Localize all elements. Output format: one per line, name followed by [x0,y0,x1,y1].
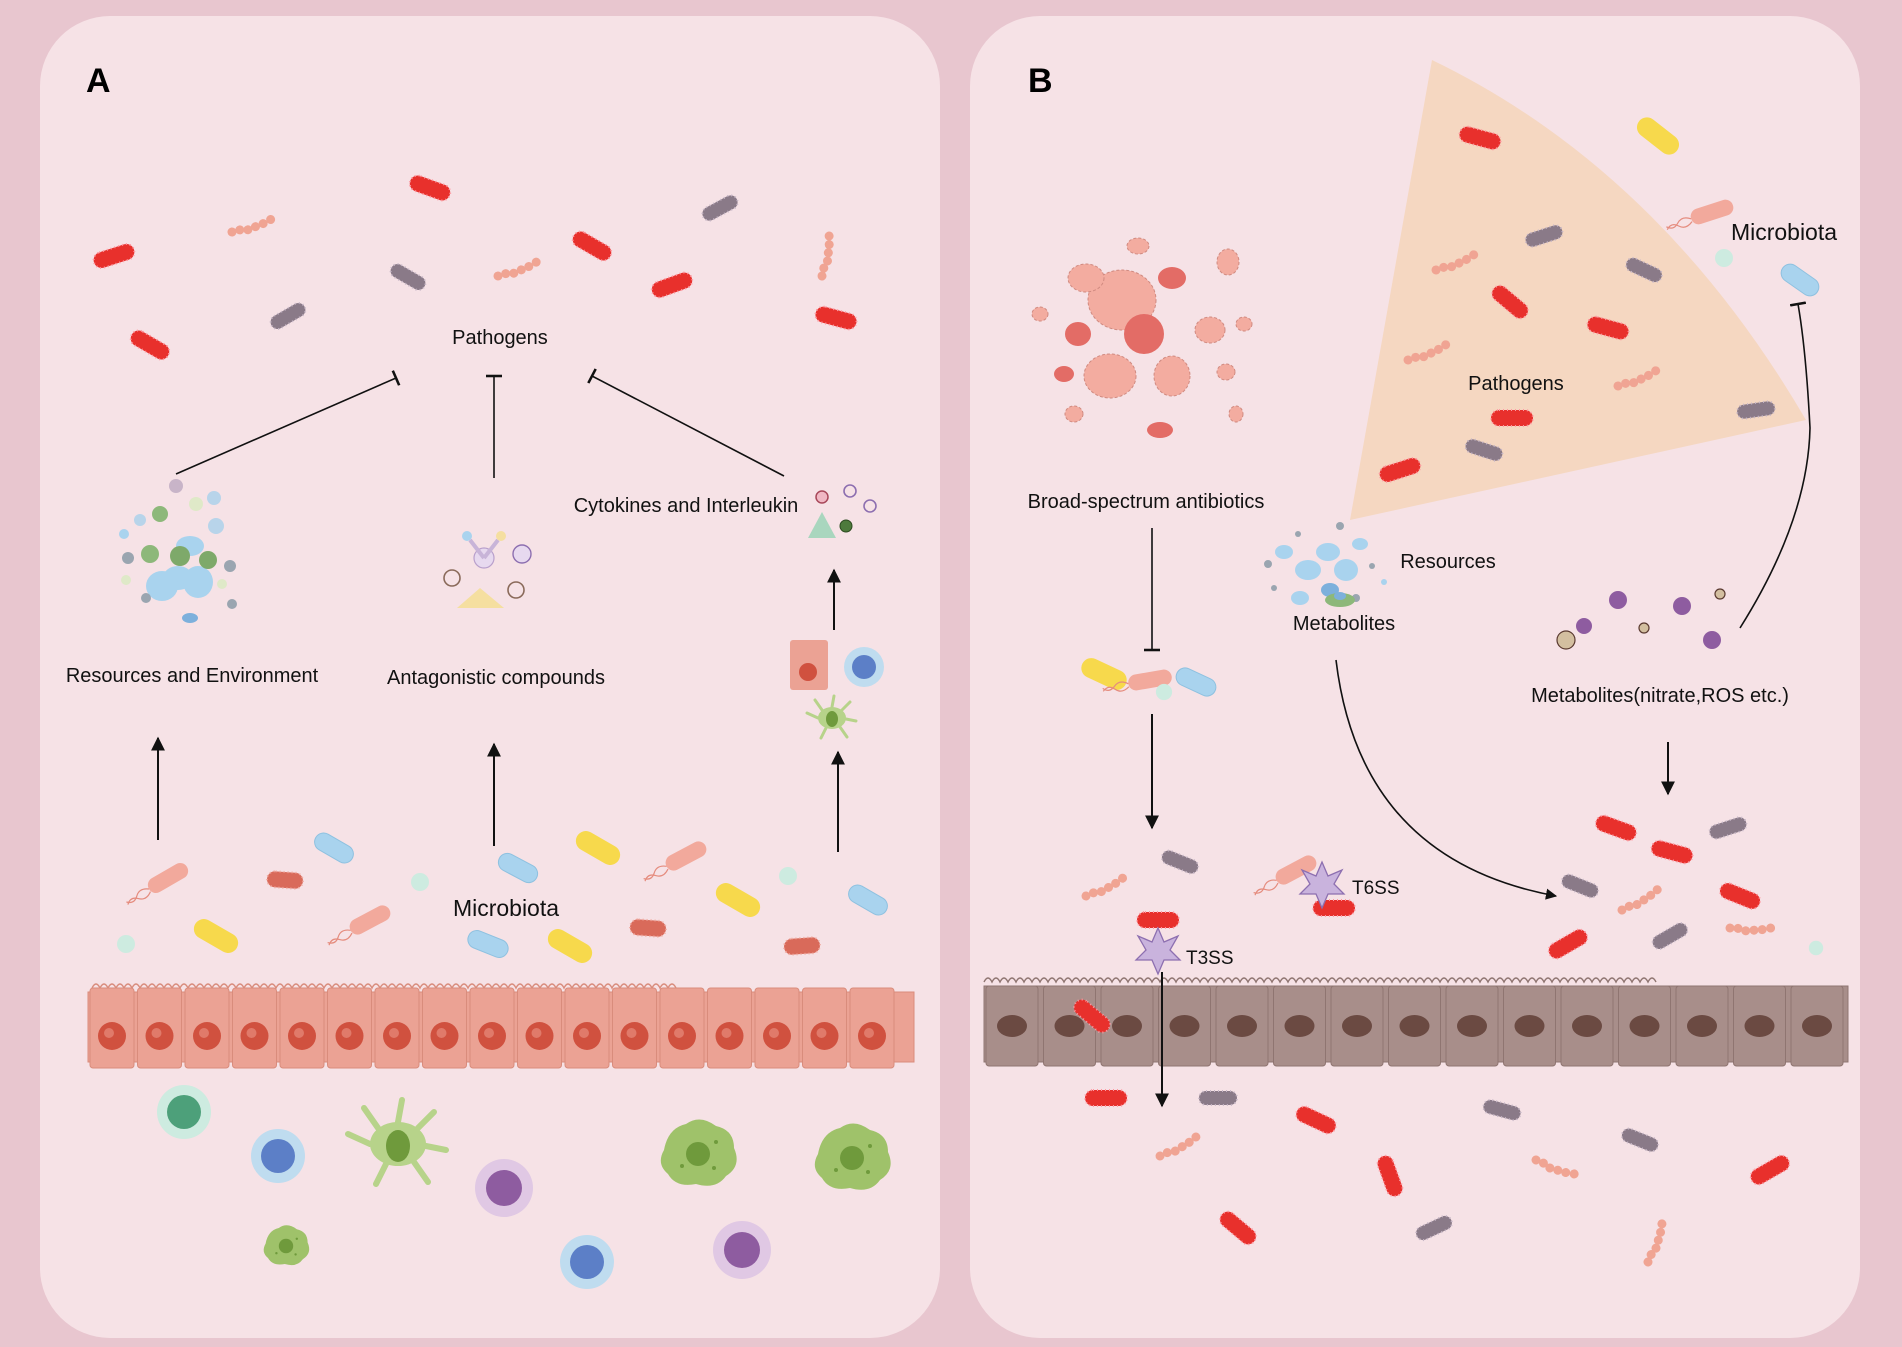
panel-a-cytokines-label: Cytokines and Interleukin [574,495,799,517]
panel-b-microbiota-label: Microbiota [1731,219,1837,245]
epithelial-cell [1388,985,1441,1067]
epithelial-cell [517,987,562,1069]
panel-a-inhibit-resources [175,370,401,475]
immune-signaling-cells-icon [790,640,884,740]
epithelial-cell [802,987,847,1069]
antibiotics-particles-icon [1031,237,1253,438]
epithelial-cell [1618,985,1671,1067]
panel-b-metabolites-nitrate-icon [1556,588,1726,650]
cytokines-interleukin-icon [808,484,877,538]
epithelial-cell [469,987,515,1069]
epithelial-cell [1733,985,1786,1067]
panel-b-pathogens-label: Pathogens [1468,373,1564,395]
panel-b-metabolites-label: Metabolites [1293,613,1395,635]
panel-a-epithelium [87,983,915,1069]
epithelial-cell [754,987,800,1069]
epithelial-cell [1675,985,1729,1067]
pathogen-niche-wedge [1350,60,1806,520]
epithelial-cell [422,987,467,1069]
panel-b-epithelium [983,977,1849,1067]
epithelial-cell [1560,985,1614,1067]
panel-a-inhibit-cytokines [587,368,785,477]
epithelial-cell [564,987,610,1069]
epithelial-cell [137,987,182,1069]
epithelial-cell [1158,985,1211,1067]
epithelial-cell [1445,985,1499,1067]
epithelial-cell [279,987,325,1069]
epithelial-cell [985,985,1039,1067]
panel-a-letter: A [86,62,111,100]
epithelial-cell [232,987,277,1069]
epithelial-cell [327,987,372,1069]
panel-a-pathogens-label: Pathogens [452,327,548,349]
epithelial-cell [1215,985,1269,1067]
antagonistic-compounds-icon [443,531,532,608]
panel-a-antagonistic-label: Antagonistic compounds [387,667,605,689]
epithelial-cell [89,987,135,1069]
epithelial-cell [849,987,895,1069]
panel-b-arrow-resources-to-pathogens [1335,659,1558,900]
epithelial-cell [1330,985,1384,1067]
panel-b-letter: B [1028,62,1053,100]
epithelial-cell [1790,985,1844,1067]
panel-b-t6ss-label: T6SS [1352,878,1400,899]
panel-a-resources-label: Resources and Environment [66,665,319,687]
epithelial-cell [707,987,752,1069]
resources-environment-icon [119,479,237,623]
epithelial-cell [659,987,705,1069]
panel-b-t3ss-label: T3SS [1186,948,1234,969]
panel-b-antibiotics-label: Broad-spectrum antibiotics [1028,491,1265,513]
epithelial-cell [612,987,657,1069]
panel-b-resources-icon [1264,522,1387,607]
panel-b-resources-label: Resources [1400,551,1496,573]
panel-b-metabolites-nitrate-label: Metabolites(nitrate,ROS etc.) [1531,685,1789,707]
panel-b-inhibit-microbiota [1739,301,1811,629]
epithelial-cell [1503,985,1556,1067]
epithelial-cell [1273,985,1326,1067]
epithelial-cell [374,987,420,1069]
panel-a-microbiota-label: Microbiota [453,895,559,921]
epithelial-cell [184,987,230,1069]
epithelial-cell [1043,985,1096,1067]
